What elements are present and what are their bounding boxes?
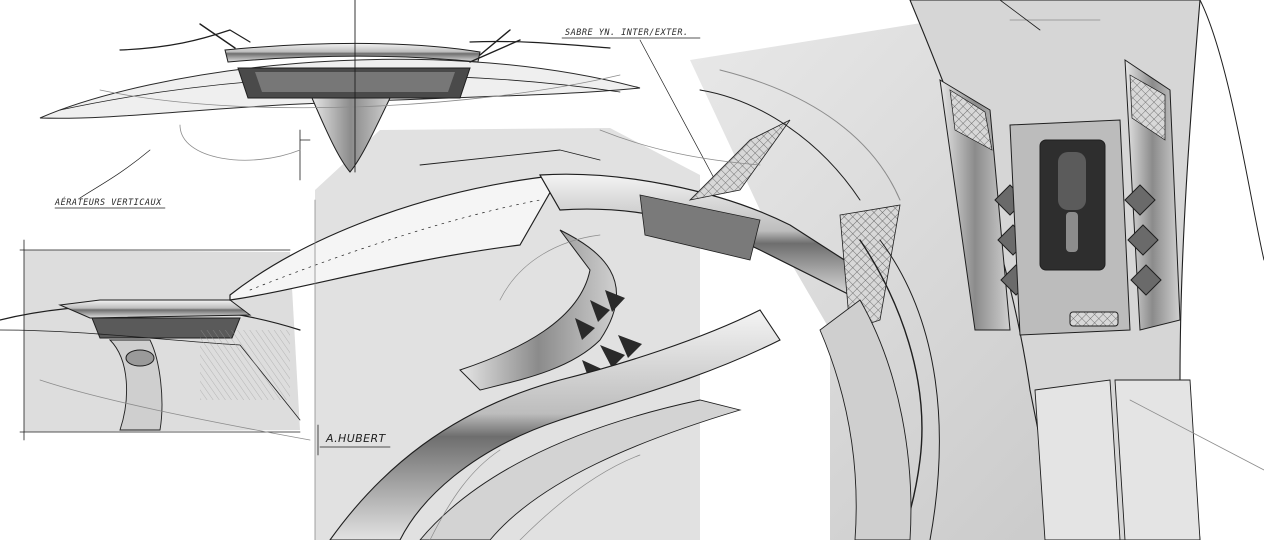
center-floor-console (329, 309, 781, 540)
topview-grille (1069, 311, 1119, 327)
dashboard-top-vertical-vents (311, 97, 391, 173)
topview-left-vent-panel (939, 79, 1011, 331)
cockpit-sketch-center (229, 69, 940, 540)
center-vent-column (459, 229, 618, 391)
dashboard-top-console-bar (224, 42, 481, 63)
console-sketch-topview (909, 0, 1264, 540)
signature-text: A.HUBERT (325, 432, 386, 445)
dashboard-sketch-top (39, 0, 641, 181)
label-sabre: SABRE YN. INTER/EXTER. (565, 28, 689, 38)
label-aerateurs: AÉRATEURS VERTICAUX (54, 196, 162, 208)
dashboard-sketch-bottom-left (0, 239, 311, 441)
annotation-aerateurs: AÉRATEURS VERTICAUX (54, 149, 166, 209)
center-mesh-panel (688, 119, 791, 201)
center-dashboard-wing (229, 174, 562, 301)
annotation-sabre: SABRE YN. INTER/EXTER. (561, 28, 716, 181)
artist-signature: A.HUBERT (317, 424, 391, 456)
